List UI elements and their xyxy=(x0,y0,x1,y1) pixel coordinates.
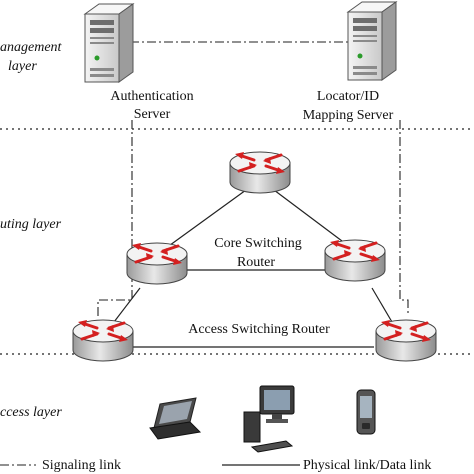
core-router-label-line1: Core Switching xyxy=(214,236,302,251)
access-layer-label: ccess layer xyxy=(0,405,62,420)
legend-physical-label: Physical link/Data link xyxy=(303,458,431,473)
routing-layer-label: uting layer xyxy=(0,217,62,232)
signaling-links xyxy=(97,41,409,318)
mapping-server-label-line1: Locator/ID xyxy=(317,89,379,104)
desktop-computer-icon xyxy=(243,385,295,453)
laptop-icon xyxy=(149,397,202,440)
mapping-server-icon xyxy=(347,1,397,81)
physical-links xyxy=(113,189,393,348)
legend-signaling-label: Signaling link xyxy=(42,458,121,473)
mobile-phone-icon xyxy=(356,389,376,435)
access-router-label: Access Switching Router xyxy=(188,322,330,337)
management-layer-label-line1: anagement xyxy=(0,40,63,55)
router-icon-top xyxy=(228,150,292,195)
router-icon-core-left xyxy=(125,241,189,286)
router-icon-access-right xyxy=(374,318,438,363)
management-layer-label-line2: layer xyxy=(8,59,37,74)
authentication-server-icon xyxy=(84,3,134,83)
mapping-server-label-line2: Mapping Server xyxy=(303,108,394,123)
core-router-label-line2: Router xyxy=(237,255,275,270)
router-icon-core-right xyxy=(323,238,387,283)
authentication-server-label-line1: Authentication xyxy=(110,89,193,104)
authentication-server-label-line2: Server xyxy=(134,107,171,122)
router-icon-access-left xyxy=(71,318,135,363)
